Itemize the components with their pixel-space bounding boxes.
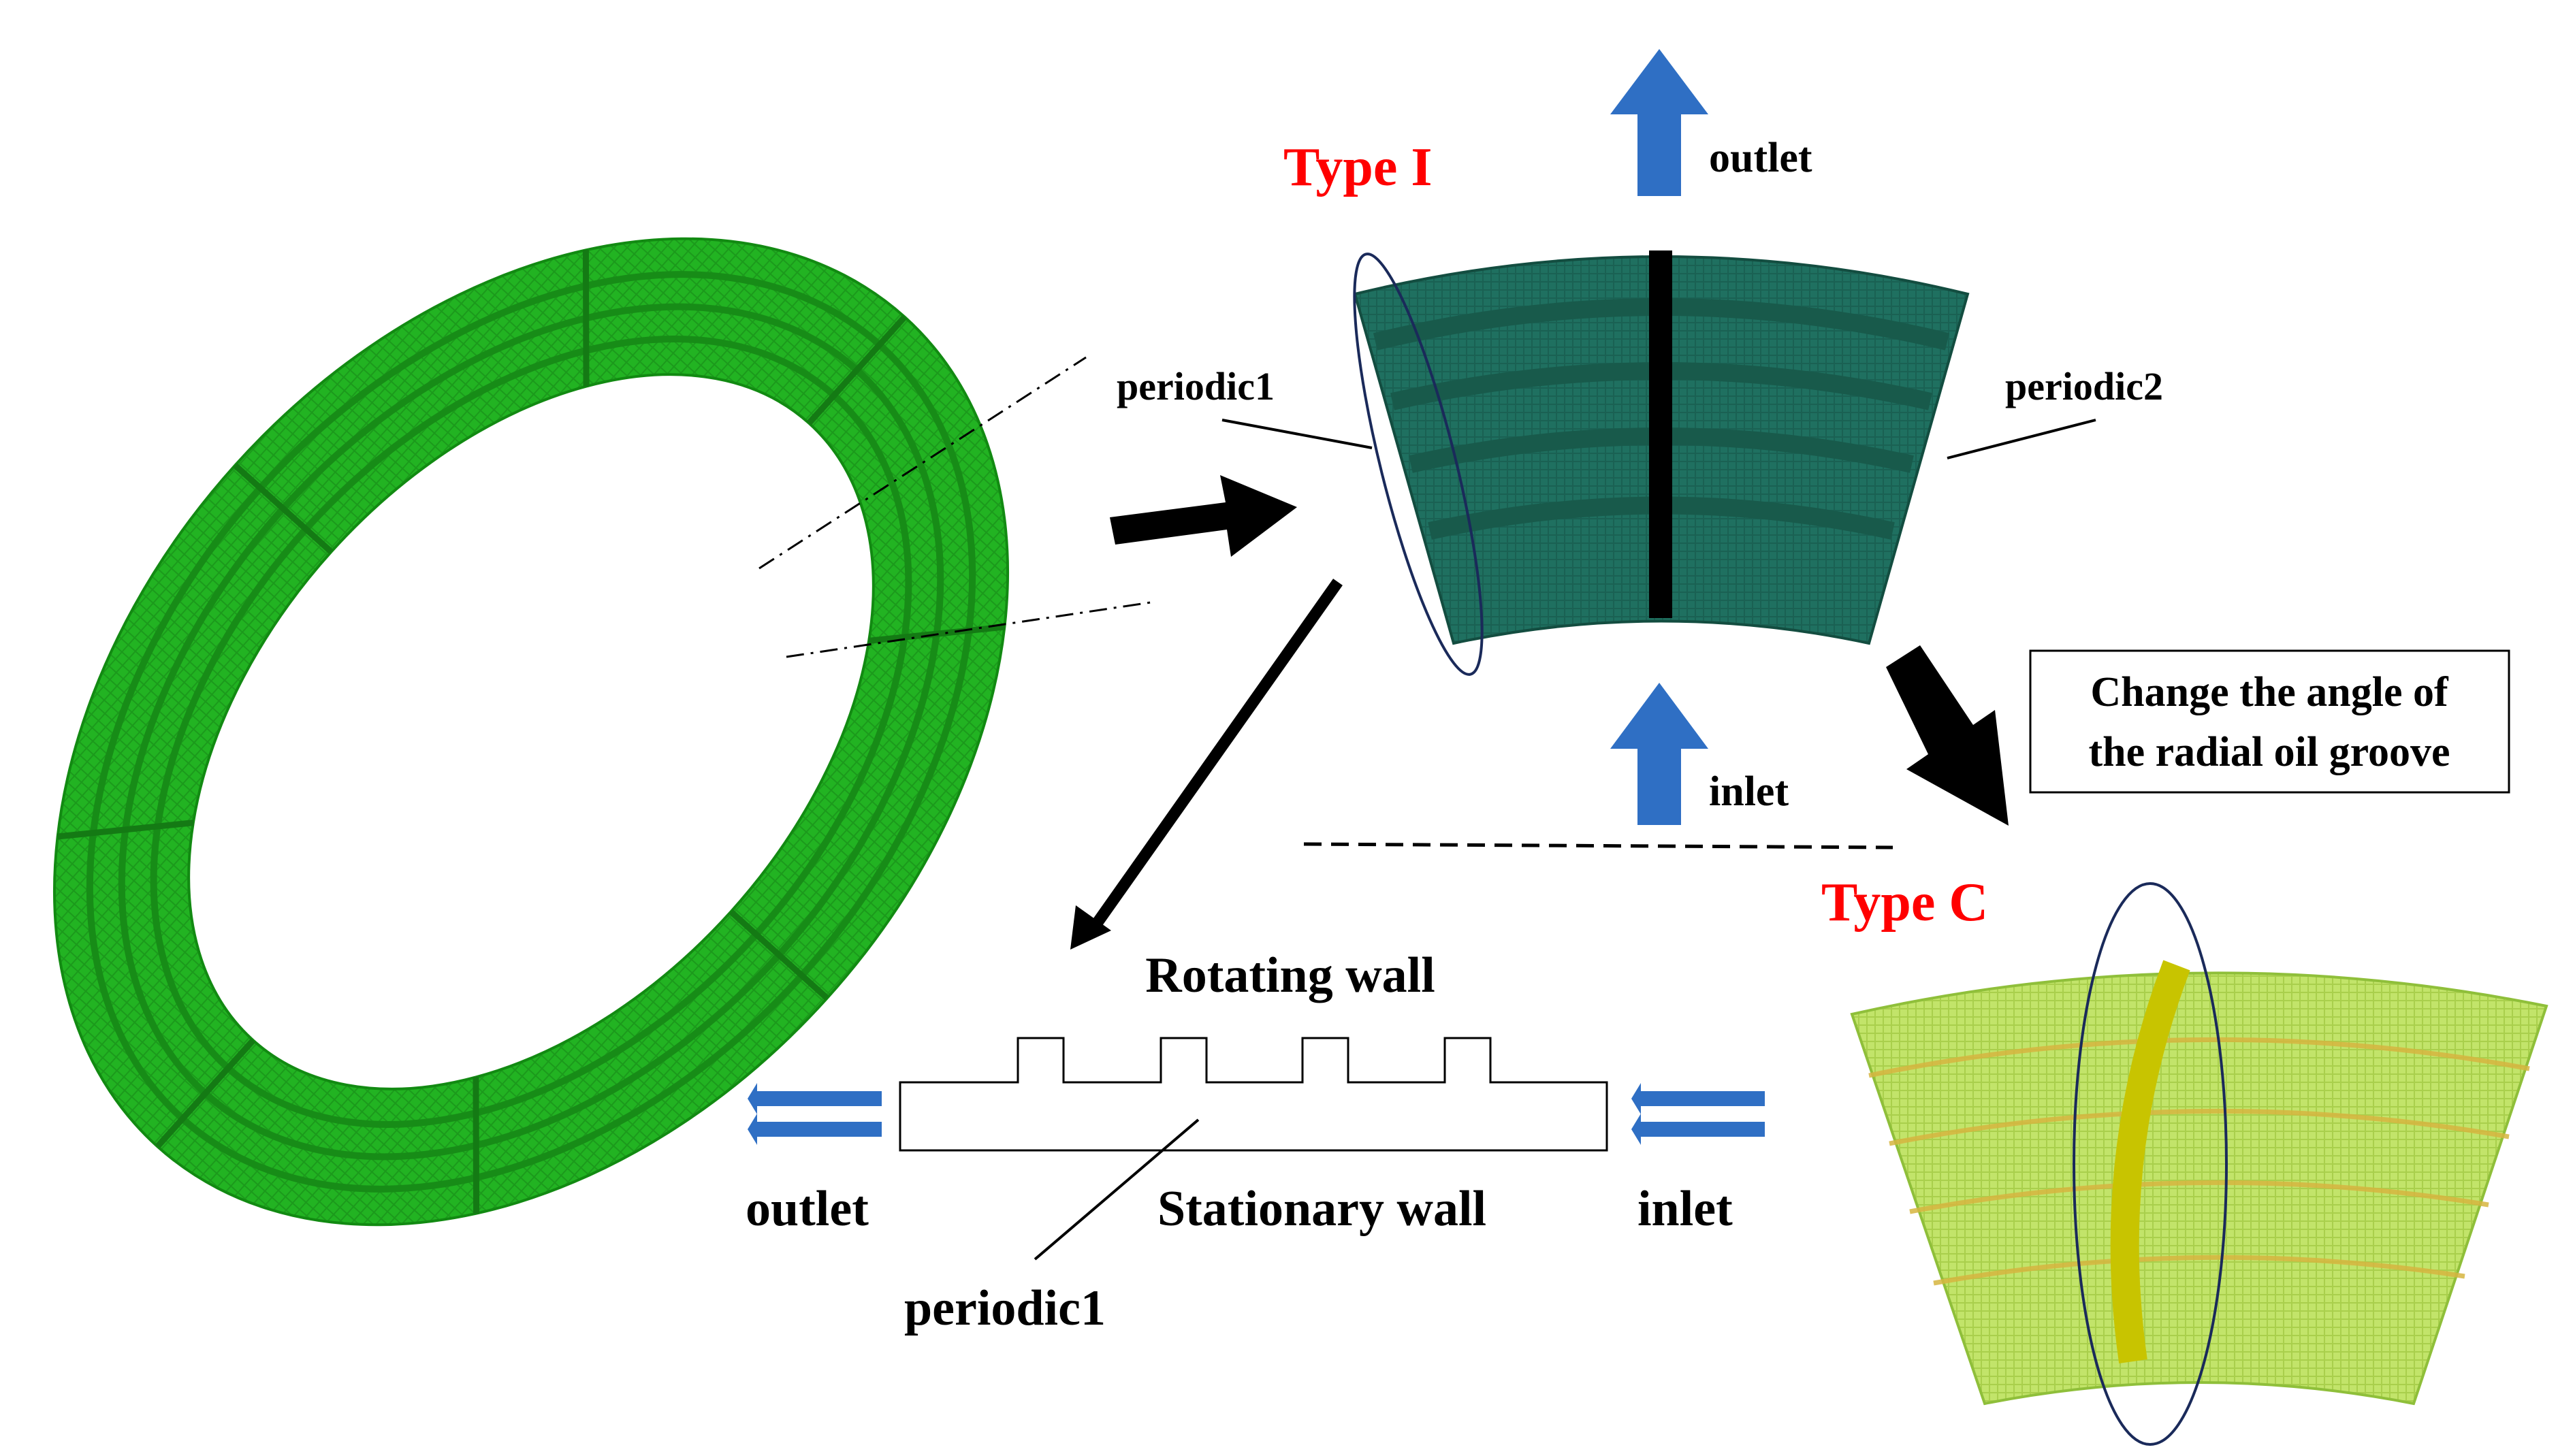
- arrow-type-i-to-section: [1088, 579, 1343, 933]
- type-c-highlight-ellipse: [2073, 882, 2228, 1446]
- outlet-flow-arrows: [748, 1083, 882, 1145]
- type-c-label: Type C: [1821, 873, 1988, 933]
- type-i-label: Type I: [1283, 137, 1433, 197]
- annular-ring-model: [52, 237, 1151, 1227]
- arrow-type-i-to-type-c: [1886, 645, 2009, 826]
- inlet-top-label: inlet: [1709, 769, 1789, 815]
- stationary-wall-label: Stationary wall: [1157, 1181, 1486, 1237]
- type-c-inclined-groove: [2110, 960, 2190, 1363]
- outlet-top-label: outlet: [1709, 135, 1812, 181]
- section-outline: [899, 1037, 1608, 1152]
- rotating-wall-label: Rotating wall: [1145, 948, 1435, 1003]
- periodic1-top-label: periodic1: [1117, 364, 1275, 408]
- type-i-radial-groove: [1649, 250, 1672, 618]
- inlet-arrow-up: [1610, 683, 1708, 825]
- arrow-type-i-to-section-head: [1070, 905, 1111, 950]
- type-c-sector: [1850, 960, 2548, 1406]
- arrow-ring-to-type-i: [1110, 475, 1297, 557]
- callout-box: [2029, 649, 2510, 794]
- periodic2-leader-line: [1947, 419, 2096, 459]
- ring-radial-grooves: [57, 249, 1006, 1214]
- dashed-separator: [1303, 842, 1893, 850]
- outlet-arrow-up: [1610, 49, 1708, 196]
- outlet-bottom-label: outlet: [746, 1181, 869, 1237]
- callout-text-line2: the radial oil groove: [2089, 729, 2450, 775]
- type-i-sector: [1353, 250, 1970, 645]
- periodic2-label: periodic2: [2005, 364, 2163, 408]
- callout-text-line1: Change the angle of: [2090, 669, 2449, 715]
- inlet-flow-arrows: [1631, 1083, 1765, 1145]
- type-c-sector-body: [1850, 971, 2548, 1406]
- sector-cut-line: [786, 601, 1151, 658]
- periodic1-highlight-ellipse: [1353, 253, 1484, 676]
- inlet-bottom-label: inlet: [1637, 1181, 1733, 1237]
- periodic1-bottom-leader-line: [1034, 1118, 1200, 1261]
- type-c-groove-bands: [1868, 1037, 2530, 1286]
- periodic1-bottom-label: periodic1: [904, 1280, 1106, 1336]
- periodic1-leader-line: [1221, 419, 1373, 449]
